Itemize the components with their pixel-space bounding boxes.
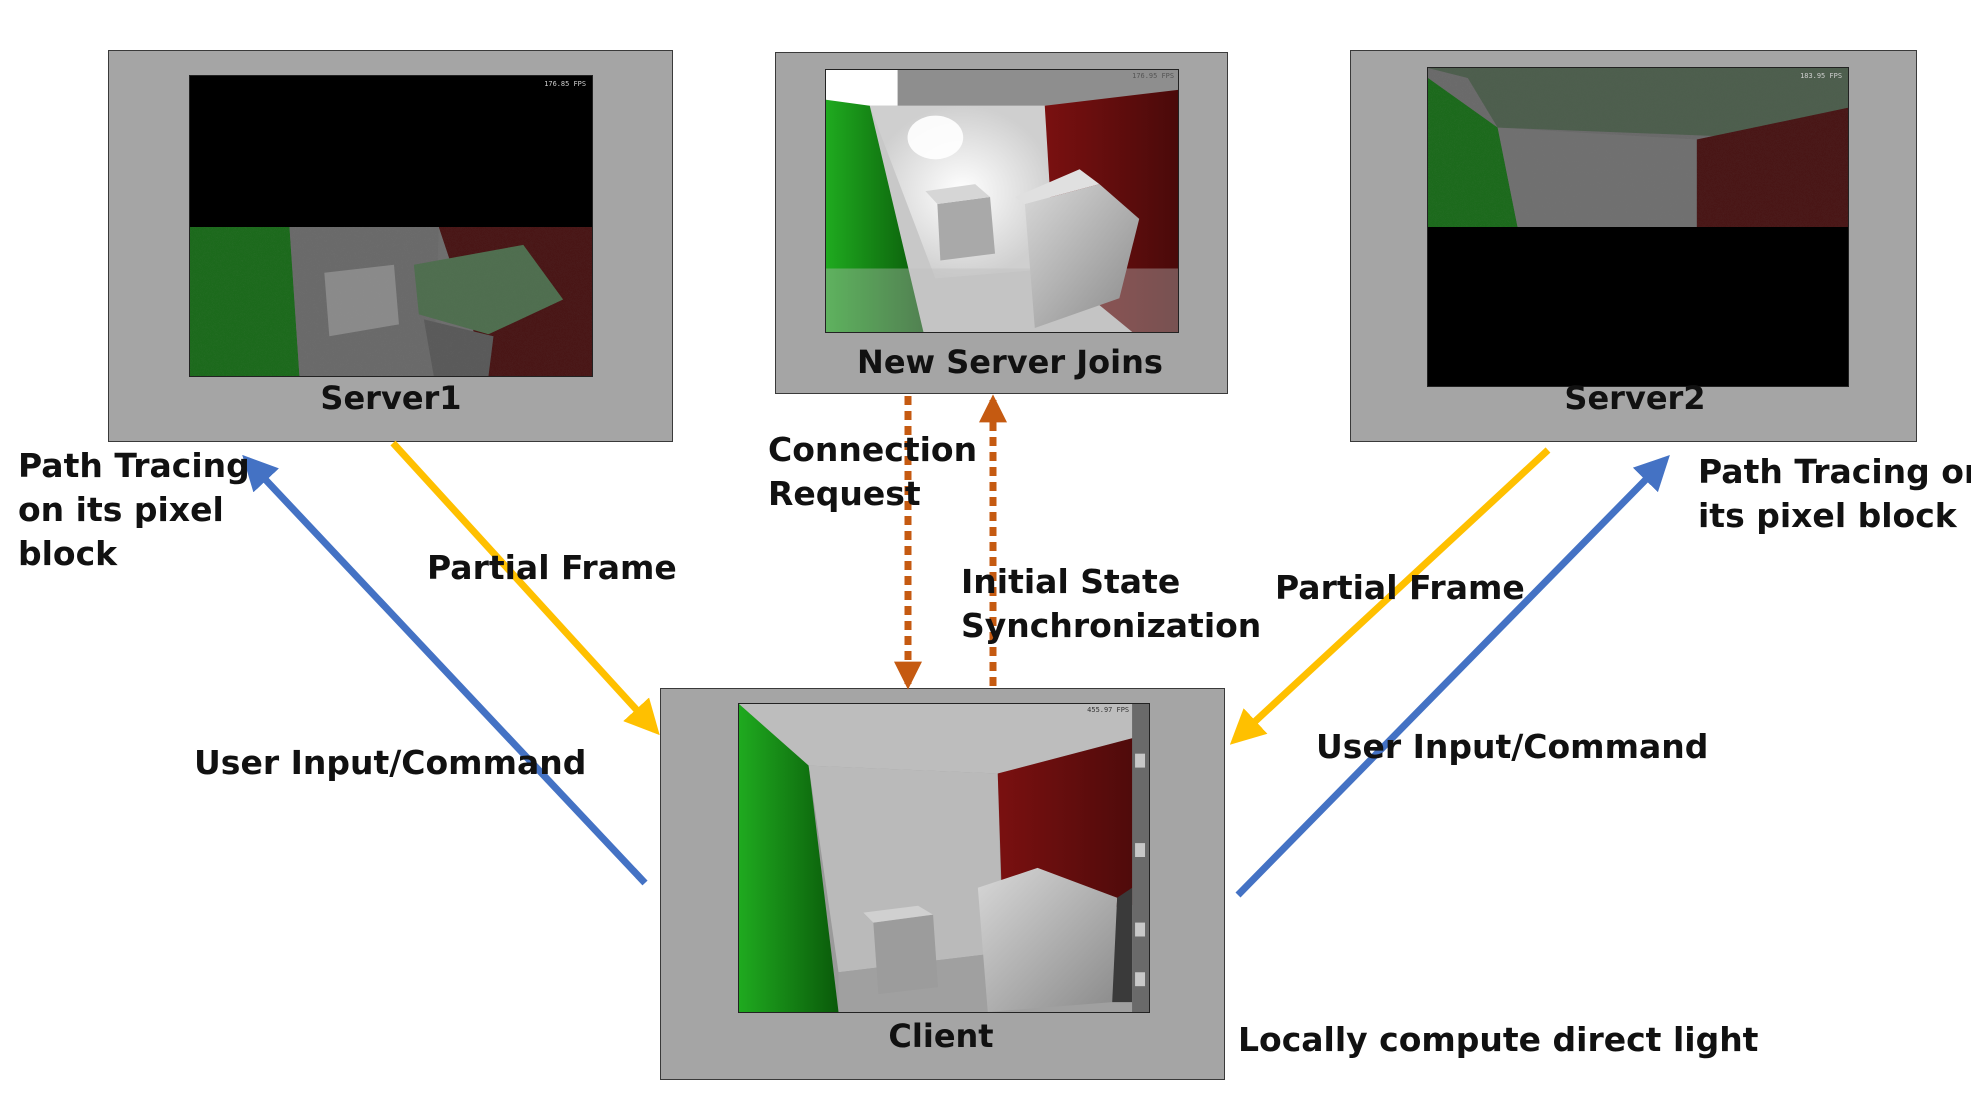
path-tracing-left-note: Path Tracing on its pixel block	[18, 446, 250, 573]
client-label: Client	[888, 1017, 994, 1055]
user-input-left-note: User Input/Command	[194, 743, 587, 782]
server2-fps-text: 183.95 FPS	[1800, 72, 1842, 80]
path-tracing-right-note: Path Tracing on its pixel block	[1698, 452, 1971, 535]
server1-fps-text: 176.85 FPS	[544, 80, 586, 88]
server1-render: 176.85 FPS	[189, 75, 593, 377]
client-panel: 455.97 FPS Client	[660, 688, 1225, 1080]
new-server-fps-text: 176.95 FPS	[1132, 72, 1174, 80]
server1-panel: 176.85 FPS Server1	[108, 50, 673, 442]
client-render: 455.97 FPS	[738, 703, 1150, 1013]
user-input-arrow-left	[242, 454, 648, 886]
local-direct-light-note: Locally compute direct light	[1238, 1020, 1759, 1059]
initial-state-sync-note: Initial State Synchronization	[961, 562, 1262, 645]
server1-label: Server1	[320, 379, 462, 417]
partial-frame-left-note: Partial Frame	[427, 548, 677, 587]
new-server-render: 176.95 FPS	[825, 69, 1179, 333]
partial-frame-right-note: Partial Frame	[1275, 568, 1525, 607]
server2-label: Server2	[1564, 379, 1706, 417]
user-input-right-note: User Input/Command	[1316, 727, 1709, 766]
client-fps-text: 455.97 FPS	[1087, 706, 1129, 714]
user-input-arrow-right	[1235, 455, 1670, 898]
connection-request-note: Connection Request	[768, 430, 978, 513]
server2-panel: 183.95 FPS Server2	[1350, 50, 1917, 442]
new-server-label: New Server Joins	[857, 343, 1163, 381]
new-server-panel: 176.95 FPS New Server Joins	[775, 52, 1228, 394]
server2-render: 183.95 FPS	[1427, 67, 1849, 387]
